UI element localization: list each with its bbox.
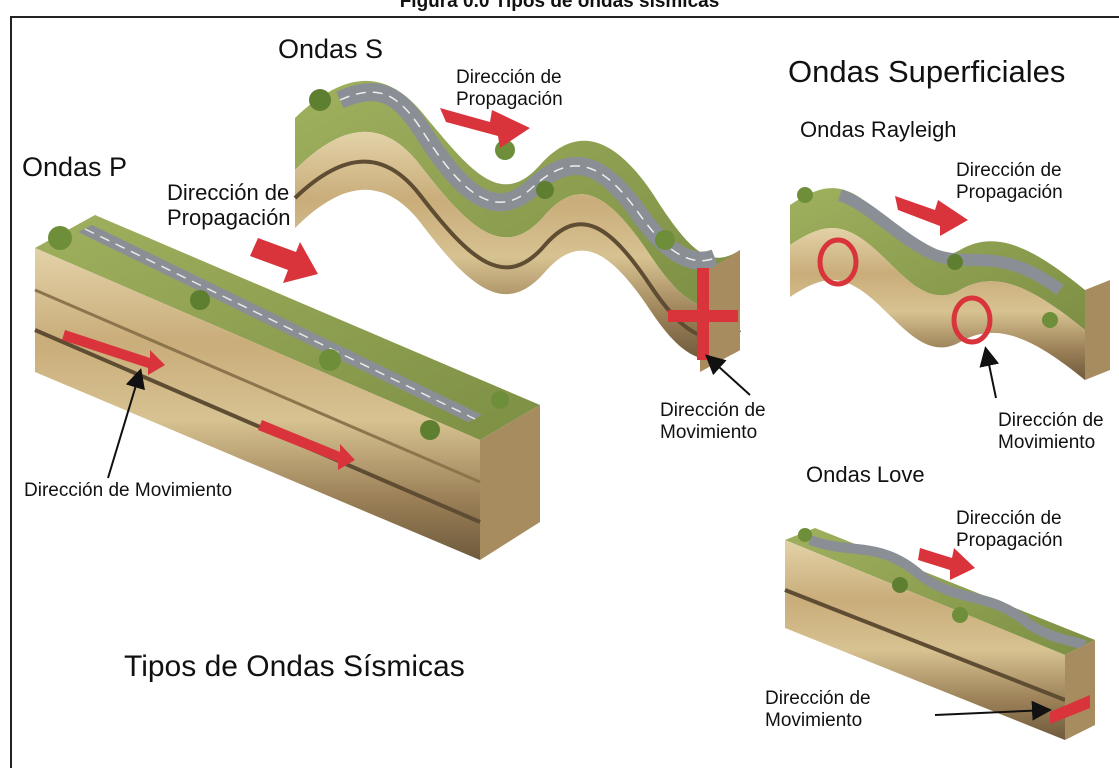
love-movement-pointer [934, 700, 1052, 721]
rayleigh-movement-pointer [979, 346, 1000, 399]
figure-frame [10, 16, 1119, 768]
s-movement-pointer [705, 354, 751, 396]
rayleigh-title: Ondas Rayleigh [800, 117, 957, 142]
love-propagation-label: Dirección de Propagación [956, 508, 1063, 551]
rayleigh-wave-block [790, 187, 1110, 380]
s-wave-title: Ondas S [278, 34, 384, 64]
p-wave-block [34, 215, 540, 560]
s-wave-block [293, 80, 741, 372]
p-wave-title: Ondas P [22, 152, 128, 182]
rayleigh-propagation-label: Dirección de Propagación [956, 160, 1063, 203]
love-movement-label: Dirección de Movimiento [765, 688, 871, 731]
love-title: Ondas Love [806, 462, 925, 487]
p-movement-pointer [107, 368, 145, 479]
figure-caption: Figura 0.0 Tipos de ondas sísmicas [399, 0, 720, 12]
s-propagation-label: Dirección de Propagación [456, 67, 563, 110]
p-movement-label: Dirección de Movimiento [24, 480, 233, 501]
love-wave-block [784, 528, 1095, 740]
p-propagation-label: Dirección de Propagación [167, 180, 291, 231]
diagram-title: Tipos de Ondas Sísmicas [124, 650, 465, 683]
s-movement-label: Dirección de Movimiento [660, 400, 766, 443]
surface-waves-title: Ondas Superficiales [788, 54, 1066, 89]
rayleigh-movement-label: Dirección de Movimiento [998, 410, 1104, 453]
